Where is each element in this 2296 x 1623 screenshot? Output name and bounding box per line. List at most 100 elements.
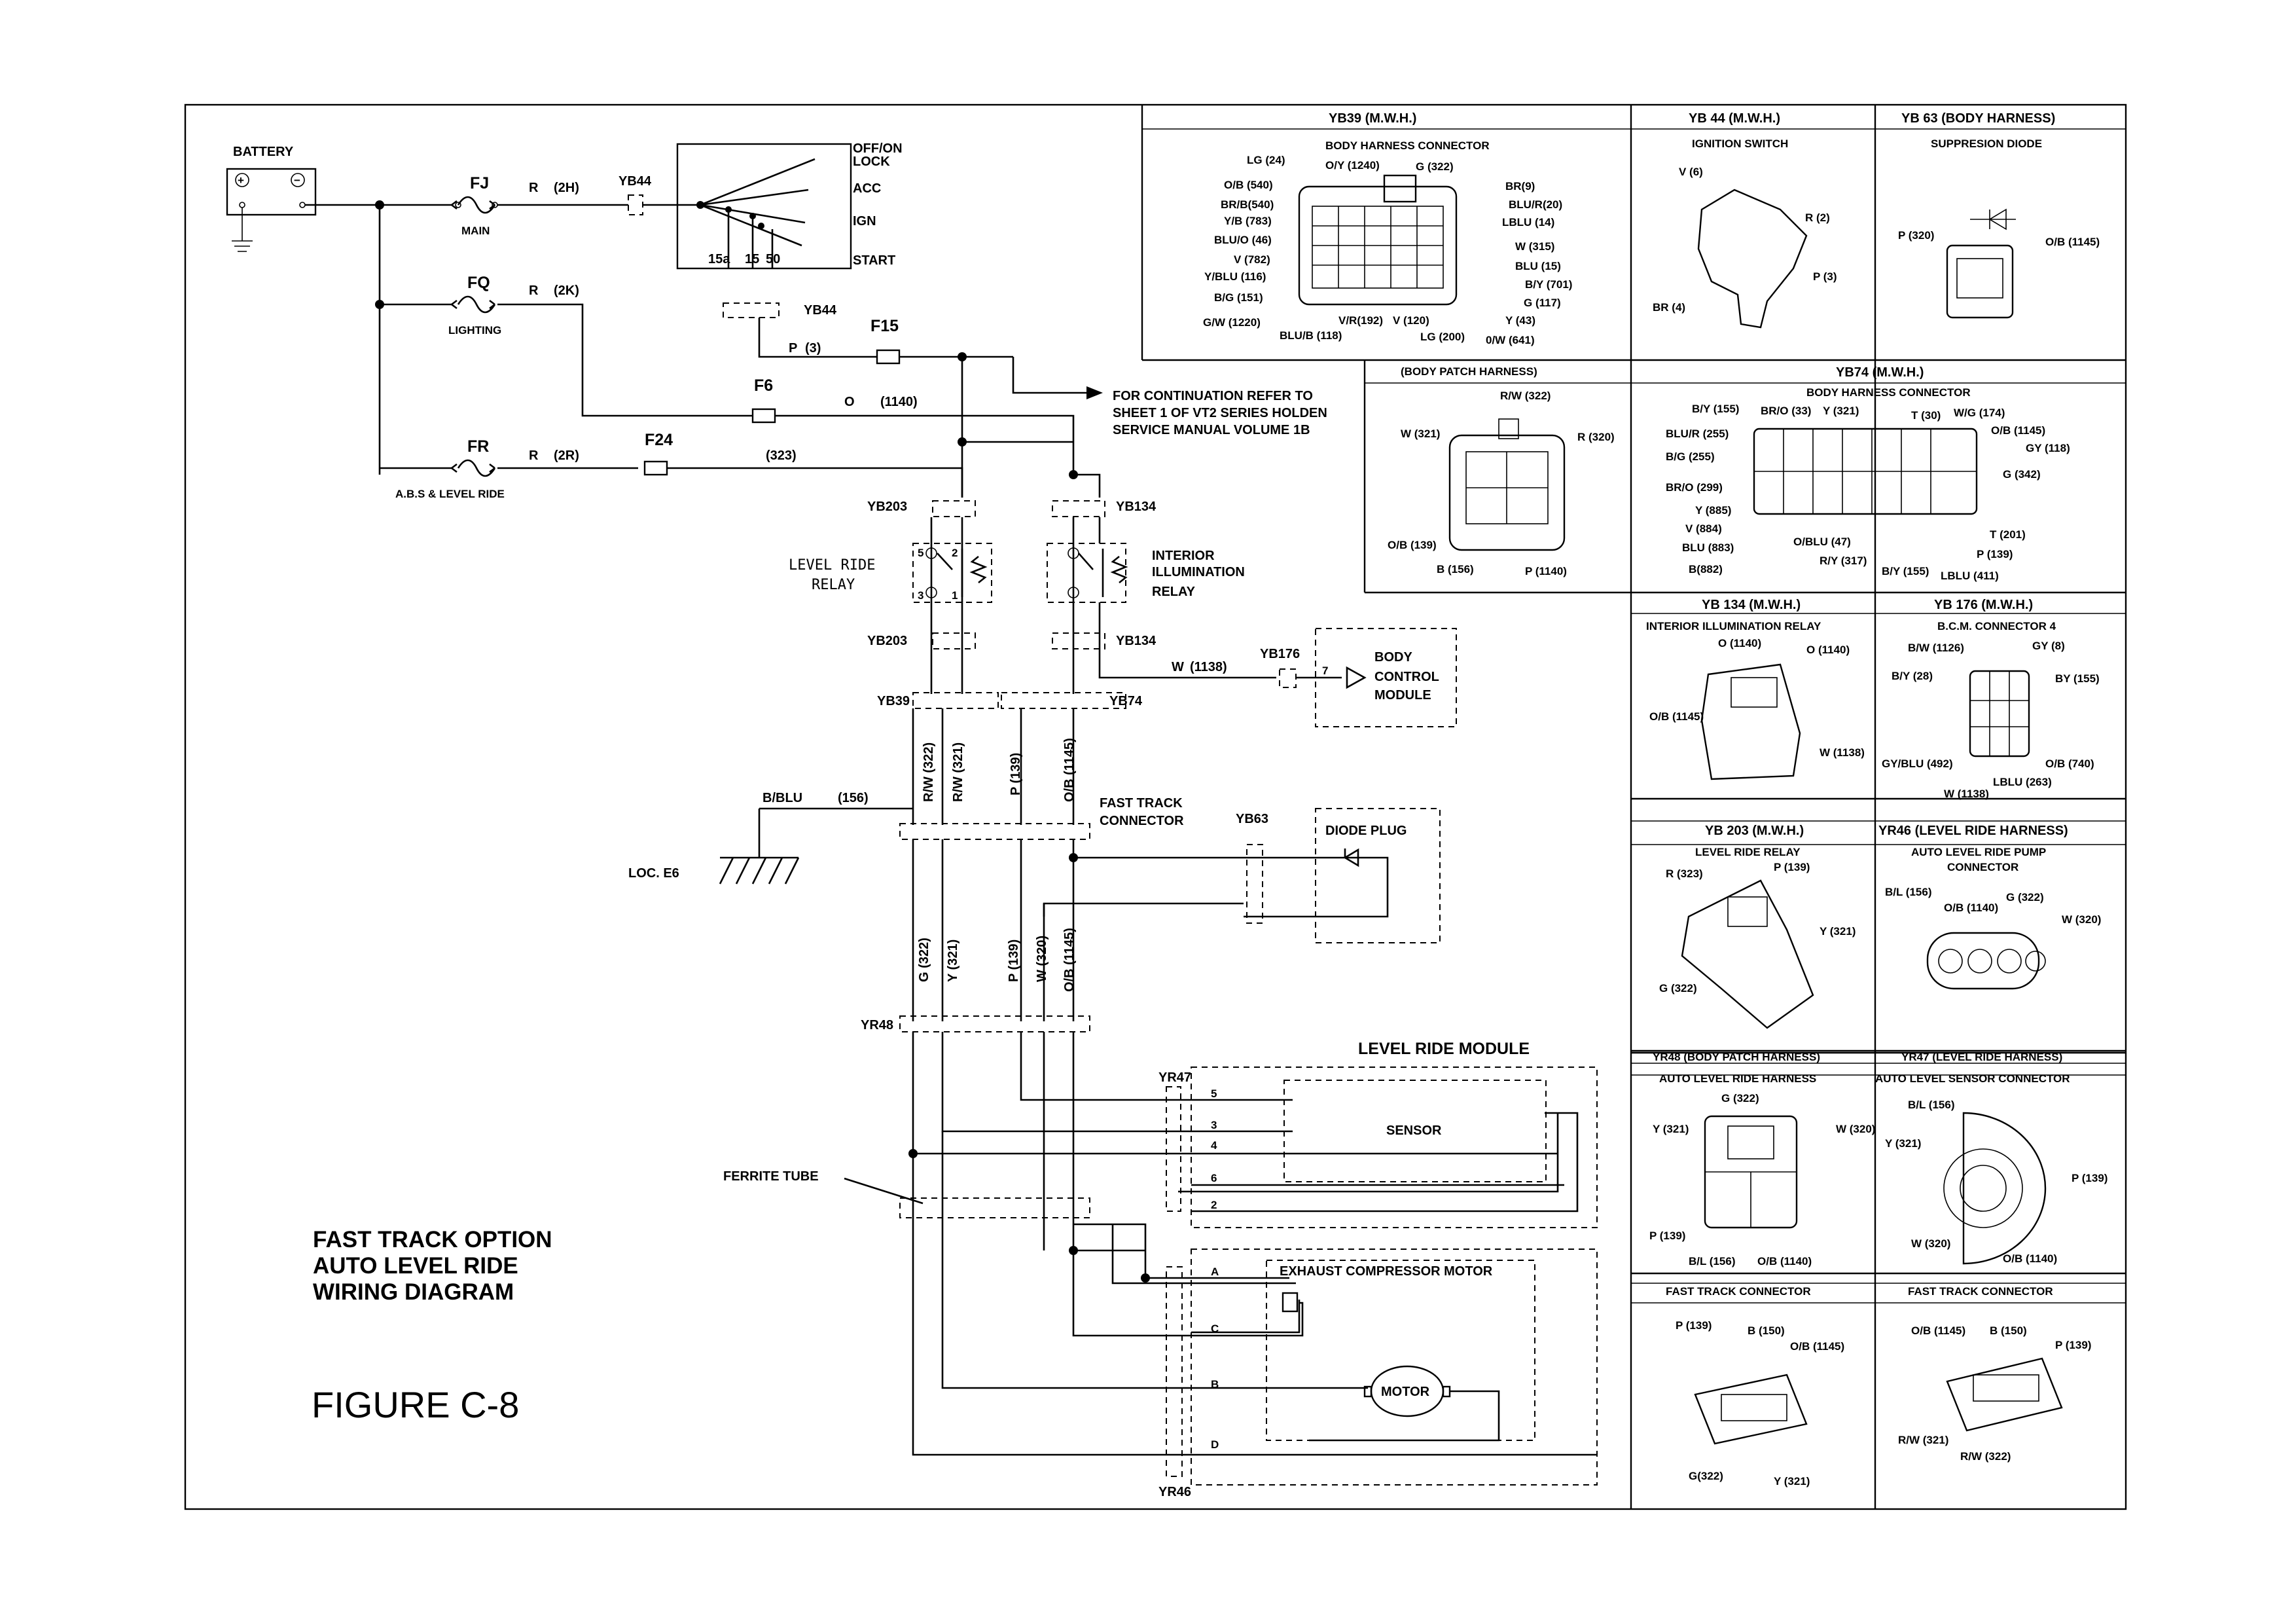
svg-text:EXHAUST COMPRESSOR MOTOR: EXHAUST COMPRESSOR MOTOR xyxy=(1280,1264,1493,1279)
svg-text:BR (4): BR (4) xyxy=(1653,301,1685,314)
svg-text:Y (321): Y (321) xyxy=(1820,925,1856,938)
svg-text:P (1140): P (1140) xyxy=(1525,565,1567,577)
svg-text:O (1140): O (1140) xyxy=(1718,637,1761,649)
svg-text:R: R xyxy=(529,283,539,298)
svg-text:B (150): B (150) xyxy=(1748,1324,1785,1337)
svg-text:V (6): V (6) xyxy=(1679,166,1703,178)
svg-text:R/W (322): R/W (322) xyxy=(1500,390,1551,402)
svg-text:INTERIOR ILLUMINATION RELAY: INTERIOR ILLUMINATION RELAY xyxy=(1646,620,1821,632)
svg-text:O/B (740): O/B (740) xyxy=(2045,757,2094,770)
svg-text:O/B (139): O/B (139) xyxy=(1388,539,1437,551)
interior-illumination-relay: YB134 INTERIOR ILLUMINATION RELAY YB134 xyxy=(1047,473,1245,649)
svg-text:YB203: YB203 xyxy=(867,634,907,648)
svg-text:O/Y (1240): O/Y (1240) xyxy=(1325,159,1380,172)
svg-text:FAST TRACK: FAST TRACK xyxy=(1100,796,1183,811)
svg-text:W: W xyxy=(1172,660,1184,674)
svg-text:Y (321): Y (321) xyxy=(946,939,960,982)
svg-text:YB176: YB176 xyxy=(1260,647,1300,661)
svg-text:YB39 (M.W.H.): YB39 (M.W.H.) xyxy=(1329,111,1416,126)
svg-text:T (201): T (201) xyxy=(1990,528,2026,541)
svg-text:MAIN: MAIN xyxy=(461,225,490,237)
svg-text:YB 203 (M.W.H.): YB 203 (M.W.H.) xyxy=(1705,824,1804,838)
svg-text:(BODY PATCH HARNESS): (BODY PATCH HARNESS) xyxy=(1401,365,1537,378)
svg-text:YB134: YB134 xyxy=(1116,500,1157,514)
svg-text:W (320): W (320) xyxy=(1911,1237,1950,1250)
svg-text:LEVEL RIDE: LEVEL RIDE xyxy=(789,557,875,574)
svg-text:GY (8): GY (8) xyxy=(2032,640,2065,652)
svg-text:O/B (540): O/B (540) xyxy=(1224,179,1273,191)
panel-yb134: YB 134 (M.W.H.) INTERIOR ILLUMINATION RE… xyxy=(1646,598,1865,780)
svg-text:YB134: YB134 xyxy=(1116,634,1157,648)
svg-text:LEVEL RIDE RELAY: LEVEL RIDE RELAY xyxy=(1695,846,1801,858)
svg-text:LIGHTING: LIGHTING xyxy=(448,324,501,337)
svg-text:P (320): P (320) xyxy=(1898,229,1934,242)
svg-text:BR/O (33): BR/O (33) xyxy=(1761,405,1811,417)
svg-text:FQ: FQ xyxy=(467,274,490,292)
svg-text:Y/BLU (116): Y/BLU (116) xyxy=(1204,270,1266,283)
svg-text:BLU/B (118): BLU/B (118) xyxy=(1280,329,1342,342)
svg-text:4: 4 xyxy=(1211,1139,1217,1152)
svg-text:Y/B (783): Y/B (783) xyxy=(1224,215,1272,227)
svg-text:W/G (174): W/G (174) xyxy=(1954,407,2005,419)
svg-text:WIRING DIAGRAM: WIRING DIAGRAM xyxy=(313,1279,514,1305)
svg-text:W (321): W (321) xyxy=(1401,428,1440,440)
svg-text:FAST TRACK OPTION: FAST TRACK OPTION xyxy=(313,1227,552,1252)
svg-text:B/W (1126): B/W (1126) xyxy=(1908,642,1964,654)
svg-text:W (1138): W (1138) xyxy=(1944,788,1989,800)
svg-text:FERRITE TUBE: FERRITE TUBE xyxy=(723,1169,819,1184)
connector-panels-grid xyxy=(1141,105,2126,1509)
svg-text:P (139): P (139) xyxy=(1676,1319,1712,1332)
svg-text:YB203: YB203 xyxy=(867,500,907,514)
panel-fast-track-1: FAST TRACK CONNECTOR P (139) B (150) O/B… xyxy=(1666,1285,1844,1487)
svg-text:G (342): G (342) xyxy=(2003,468,2041,481)
svg-text:GY (118): GY (118) xyxy=(2026,442,2070,454)
svg-text:OFF/ON: OFF/ON xyxy=(853,141,903,156)
svg-text:LG (24): LG (24) xyxy=(1247,154,1285,166)
svg-text:SERVICE MANUAL VOLUME 1B: SERVICE MANUAL VOLUME 1B xyxy=(1113,423,1310,437)
battery-label: BATTERY xyxy=(233,145,294,159)
svg-text:G (322): G (322) xyxy=(917,938,931,982)
svg-text:7: 7 xyxy=(1322,665,1328,677)
svg-text:O/BLU (47): O/BLU (47) xyxy=(1793,536,1851,548)
svg-text:YB39: YB39 xyxy=(877,694,910,708)
svg-text:R/W (322): R/W (322) xyxy=(1960,1450,2011,1463)
svg-text:LBLU (263): LBLU (263) xyxy=(1993,776,2052,788)
svg-text:YB 44 (M.W.H.): YB 44 (M.W.H.) xyxy=(1689,111,1780,126)
svg-text:Y (321): Y (321) xyxy=(1774,1475,1810,1487)
svg-text:FAST TRACK CONNECTOR: FAST TRACK CONNECTOR xyxy=(1666,1285,1811,1298)
svg-text:INTERIOR: INTERIOR xyxy=(1152,549,1215,563)
svg-text:2: 2 xyxy=(952,547,958,559)
svg-text:B/Y (701): B/Y (701) xyxy=(1525,278,1572,291)
svg-text:SHEET 1 OF VT2 SERIES HOLDEN: SHEET 1 OF VT2 SERIES HOLDEN xyxy=(1113,406,1327,420)
svg-text:P: P xyxy=(789,341,797,356)
svg-text:O/B (1145): O/B (1145) xyxy=(1062,928,1077,992)
svg-text:(1140): (1140) xyxy=(880,395,918,409)
svg-text:Y (43): Y (43) xyxy=(1505,314,1535,327)
svg-text:B(882): B(882) xyxy=(1689,563,1723,575)
diode-plug: YB63 DIODE PLUG xyxy=(1043,808,1441,943)
svg-text:T (30): T (30) xyxy=(1911,409,1941,422)
svg-text:R/W (321): R/W (321) xyxy=(951,742,965,802)
svg-text:YR46: YR46 xyxy=(1158,1485,1191,1499)
svg-text:BODY HARNESS CONNECTOR: BODY HARNESS CONNECTOR xyxy=(1806,386,1971,399)
panel-yb63: YB 63 (BODY HARNESS) SUPPRESION DIODE P … xyxy=(1898,111,2100,319)
svg-text:P (139): P (139) xyxy=(2055,1339,2091,1351)
svg-text:AUTO LEVEL SENSOR CONNECTOR: AUTO LEVEL SENSOR CONNECTOR xyxy=(1875,1072,2070,1085)
svg-text:D: D xyxy=(1211,1438,1219,1451)
svg-text:B/Y (155): B/Y (155) xyxy=(1882,565,1929,577)
svg-text:2: 2 xyxy=(1211,1199,1217,1211)
svg-text:R: R xyxy=(529,181,539,195)
svg-text:P (139): P (139) xyxy=(1977,548,2013,560)
svg-text:R (2): R (2) xyxy=(1805,211,1830,224)
svg-text:R/W (322): R/W (322) xyxy=(922,742,936,802)
svg-text:50: 50 xyxy=(766,252,780,266)
svg-text:B (156): B (156) xyxy=(1437,563,1474,575)
level-ride-module: LEVEL RIDE MODULE SENSOR YR47 5 3 4 6 2 xyxy=(912,1032,1598,1228)
svg-text:V (884): V (884) xyxy=(1685,522,1722,535)
svg-text:B/G (151): B/G (151) xyxy=(1214,291,1263,304)
svg-text:G (117): G (117) xyxy=(1524,297,1561,309)
svg-text:YB 134 (M.W.H.): YB 134 (M.W.H.) xyxy=(1702,598,1801,612)
ground-loc-e6: B/BLU (156) LOC. E6 xyxy=(628,791,913,884)
svg-text:G (322): G (322) xyxy=(1416,160,1454,173)
svg-text:SUPPRESION DIODE: SUPPRESION DIODE xyxy=(1931,137,2042,150)
